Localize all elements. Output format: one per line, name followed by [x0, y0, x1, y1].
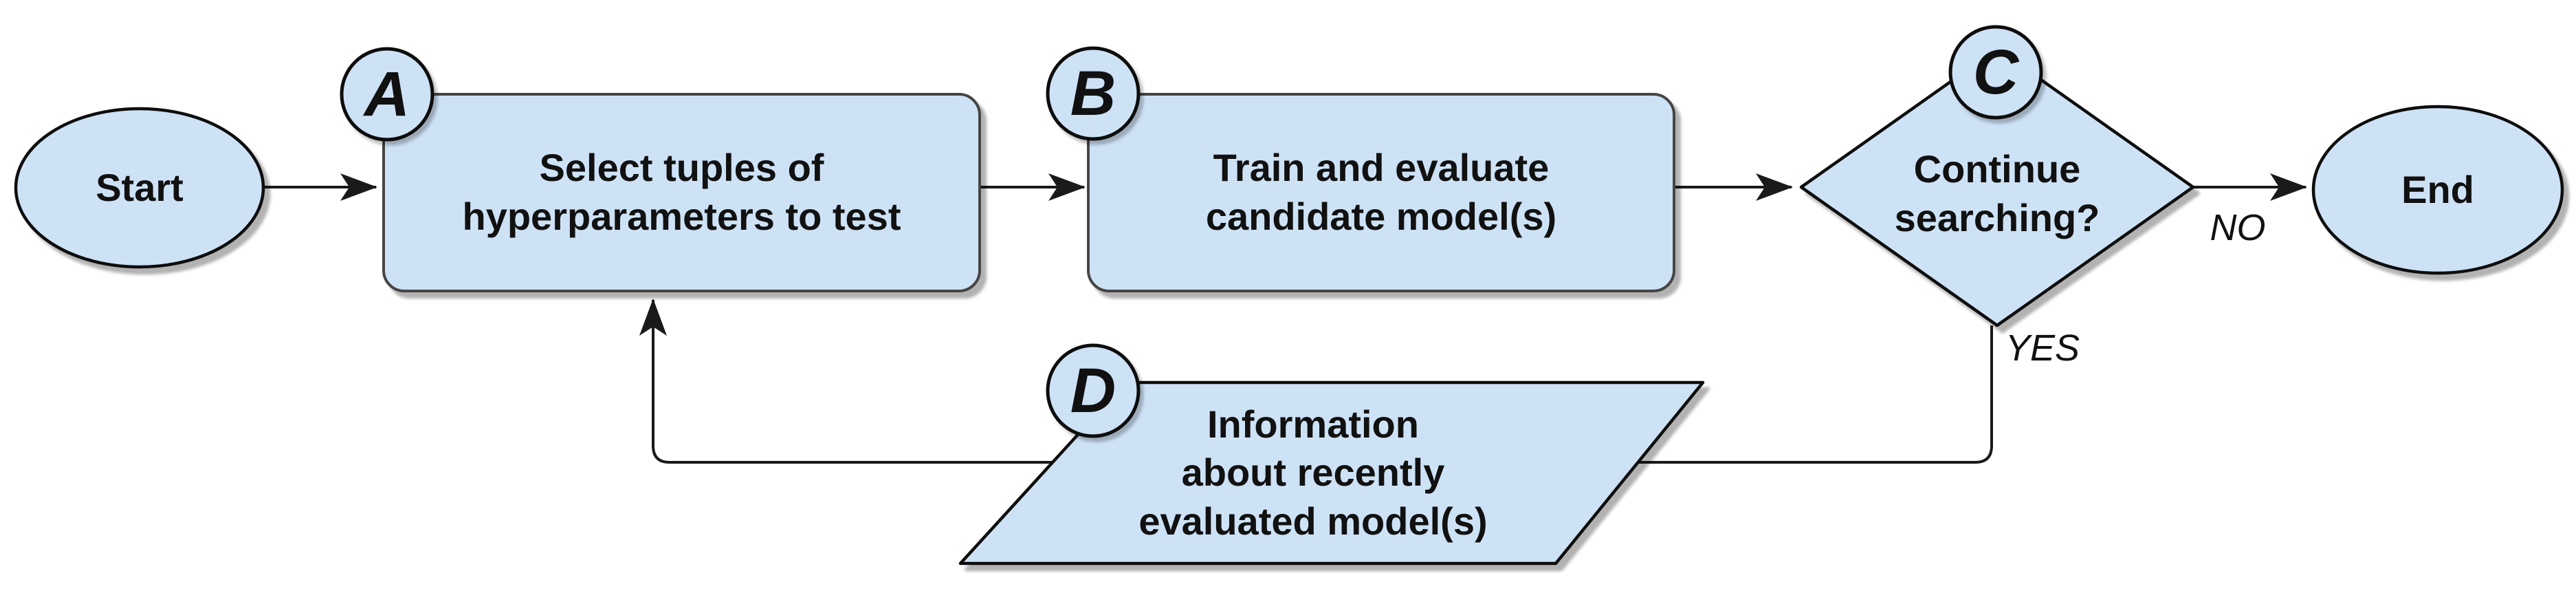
start-node-label: Start	[96, 165, 184, 209]
badge-a-letter: A	[364, 59, 410, 129]
edge-yes-label: YES	[2005, 327, 2080, 369]
node-a-label: Select tuples of hyperparameters to test	[462, 146, 901, 238]
end-node-shape	[2311, 105, 2564, 275]
badge-d-letter: D	[1070, 356, 1116, 426]
badge-d-circle	[1046, 343, 1141, 438]
node-b-process-shape	[1087, 93, 1675, 292]
node-d-data-parallelogram-shape	[958, 380, 1705, 565]
node-a-process-shape	[382, 93, 981, 292]
badge-b-circle	[1046, 46, 1141, 141]
badge-a-circle	[340, 47, 434, 142]
node-c-decision-diamond-shape	[1799, 47, 2195, 327]
end-node-label: End	[2401, 167, 2474, 211]
node-d-label: Information about recently evaluated mod…	[1138, 402, 1488, 543]
badge-c-circle	[1948, 25, 2043, 120]
badge-c-letter: C	[1972, 37, 2019, 107]
badge-b-letter: B	[1070, 58, 1116, 129]
start-node-shape	[14, 107, 265, 269]
edge-no-label: NO	[2210, 206, 2266, 248]
node-b-label: Train and evaluate candidate model(s)	[1205, 146, 1557, 238]
node-c-label: Continue searching?	[1894, 147, 2100, 239]
